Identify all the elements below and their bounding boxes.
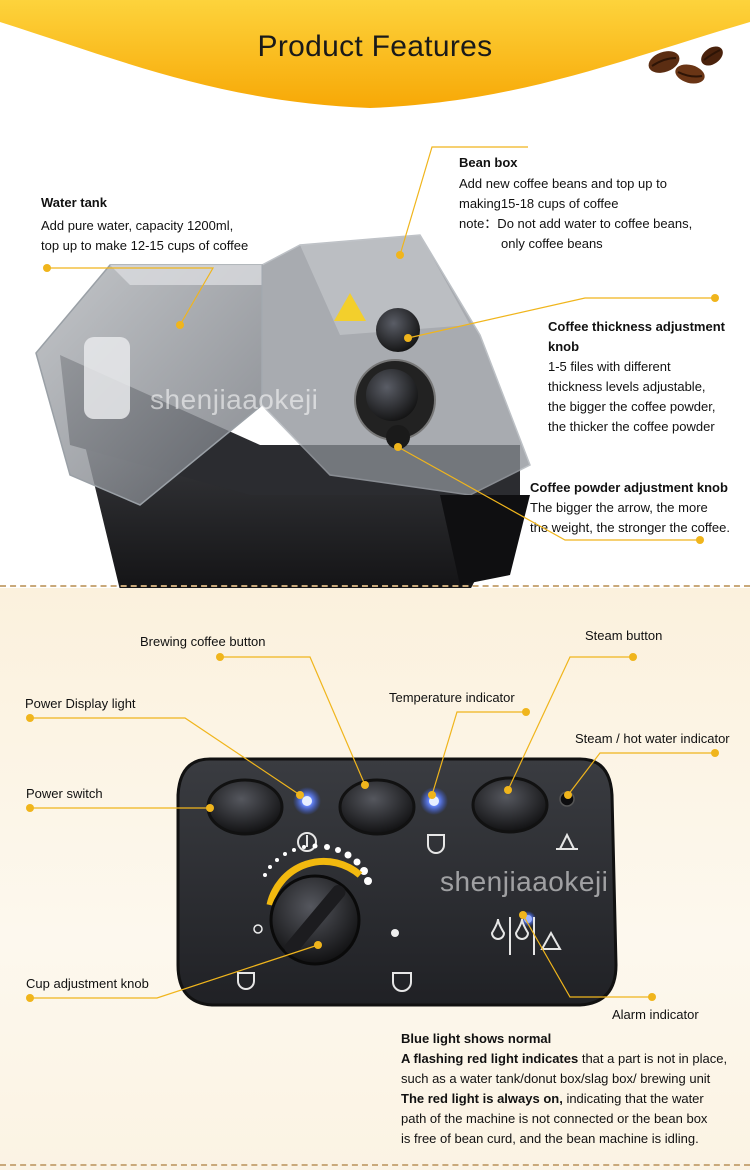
note-flashing-red-bold: A flashing red light indicates	[401, 1051, 579, 1066]
bean-box-desc-1: Add new coffee beans and top up to	[459, 176, 667, 191]
thickness-knob-title-2: knob	[548, 339, 580, 354]
powder-knob-desc-1: The bigger the arrow, the more	[530, 500, 708, 515]
steam-button-label: Steam button	[585, 628, 663, 643]
power-display-light-label: Power Display light	[25, 696, 136, 711]
note-red-always-rest: indicating that the water	[562, 1091, 704, 1106]
bean-box-title: Bean box	[459, 155, 518, 170]
temperature-indicator-label: Temperature indicator	[389, 690, 515, 705]
bean-box-desc-2: making15-18 cups of coffee	[459, 196, 619, 211]
thickness-knob-desc-1: 1-5 files with different	[548, 359, 671, 374]
coffee-beans-icon	[648, 46, 723, 84]
note-flashing-red: A flashing red light indicates that a pa…	[401, 1049, 727, 1069]
alarm-indicator-label: Alarm indicator	[612, 1007, 699, 1022]
water-tank-desc-2: top up to make 12-15 cups of coffee	[41, 238, 249, 253]
control-panel-illustration	[176, 757, 618, 1007]
note-red-always: The red light is always on, indicating t…	[401, 1089, 704, 1109]
cup-knob-label: Cup adjustment knob	[26, 976, 149, 991]
powder-knob-desc-2: the weight, the stronger the coffee.	[530, 520, 730, 535]
note-line-6: is free of bean curd, and the bean machi…	[401, 1131, 699, 1146]
thickness-knob-desc-3: the bigger the coffee powder,	[548, 399, 716, 414]
note-line-3: such as a water tank/donut box/slag box/…	[401, 1071, 711, 1086]
note-red-always-bold: The red light is always on,	[401, 1091, 563, 1106]
thickness-knob-desc-2: thickness levels adjustable,	[548, 379, 706, 394]
note-blue-light: Blue light shows normal	[401, 1031, 552, 1046]
note-flashing-red-rest: that a part is not in place,	[578, 1051, 728, 1066]
water-tank-desc-1: Add pure water, capacity 1200ml,	[41, 218, 234, 233]
bottom-divider	[0, 1164, 750, 1166]
steam-hot-water-indicator-label: Steam / hot water indicator	[575, 731, 730, 746]
page-title: Product Features	[257, 30, 493, 63]
section-divider	[0, 585, 750, 587]
bean-box-desc-4: only coffee beans	[501, 236, 603, 251]
watermark-text-2: shenjiaaokeji	[440, 866, 609, 897]
note-line-5: path of the machine is not connected or …	[401, 1111, 708, 1126]
brewing-button-label: Brewing coffee button	[140, 634, 266, 649]
watermark-text: shenjiaaokeji	[150, 384, 319, 415]
power-switch-label: Power switch	[26, 786, 103, 801]
water-tank-title: Water tank	[41, 195, 107, 210]
powder-knob-title: Coffee powder adjustment knob	[530, 480, 728, 495]
header-banner	[0, 0, 750, 108]
bean-box-desc-3: note：Do not add water to coffee beans,	[459, 216, 693, 231]
thickness-knob-desc-4: the thicker the coffee powder	[548, 419, 715, 434]
thickness-knob-title-1: Coffee thickness adjustment	[548, 319, 725, 334]
